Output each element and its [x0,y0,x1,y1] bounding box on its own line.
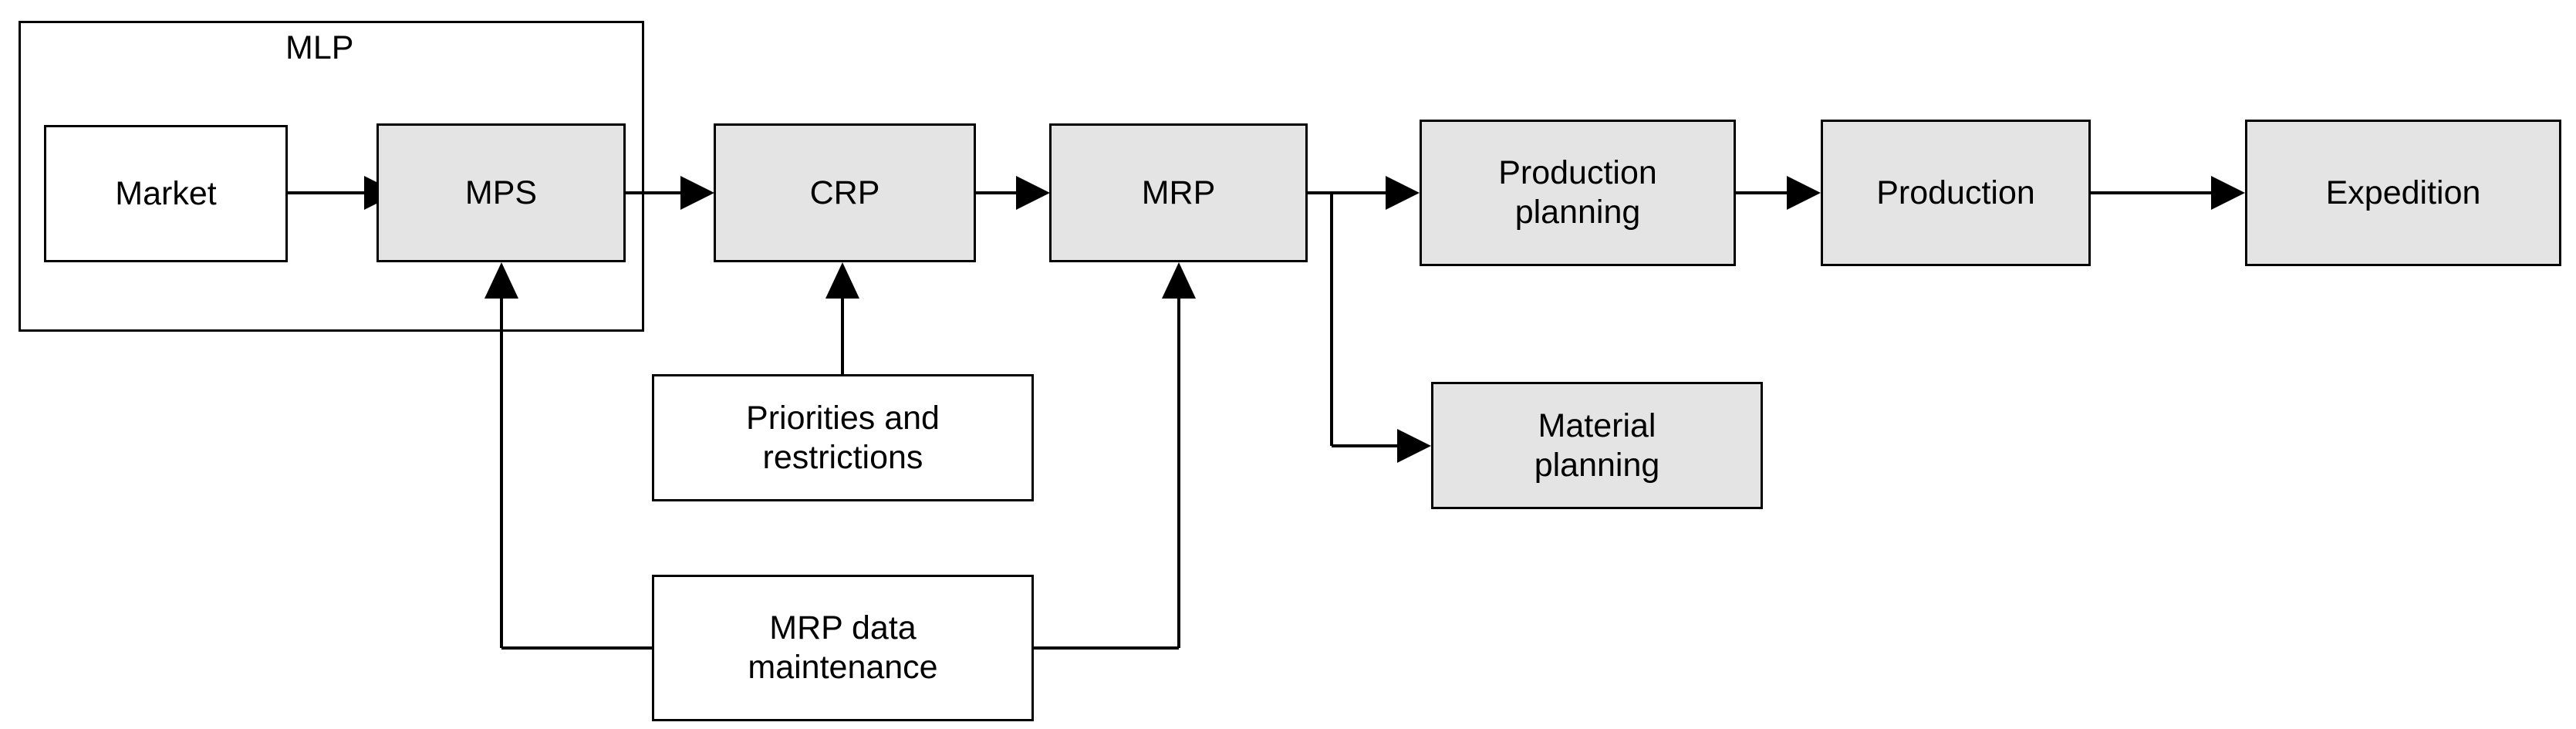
edge-mps-to-crp [626,176,714,210]
edge-mrp-to-material-planning [1330,193,1431,463]
node-production[interactable]: Production [1821,120,2091,266]
edge-mrp-to-production-planning [1308,176,1420,210]
edge-production-planning-to-production [1736,176,1821,210]
node-mrp[interactable]: MRP [1049,123,1308,262]
node-material-planning[interactable]: Material planning [1431,382,1763,509]
node-label-mps: MPS [464,174,538,211]
node-mrp-data-maintenance[interactable]: MRP data maintenance [652,575,1034,721]
group-title-mlp: MLP [285,29,354,66]
edge-mrp-data-to-mrp [1034,262,1196,650]
node-crp[interactable]: CRP [714,123,976,262]
edge-production-to-expedition [2091,176,2245,210]
node-label-priorities-and-restrictions: Priorities and restrictions [746,399,940,476]
node-label-crp: CRP [809,174,880,211]
node-priorities-and-restrictions[interactable]: Priorities and restrictions [652,374,1034,501]
node-label-expedition: Expedition [2325,174,2481,211]
node-label-mrp: MRP [1141,174,1216,211]
edge-priorities-to-crp [825,262,859,374]
node-label-mrp-data-maintenance: MRP data maintenance [748,609,938,686]
node-label-material-planning: Material planning [1534,407,1660,484]
node-mps[interactable]: MPS [376,123,626,262]
edge-crp-to-mrp [976,176,1050,210]
node-label-production: Production [1876,174,2035,211]
node-label-market: Market [115,174,217,212]
node-market[interactable]: Market [44,125,288,262]
group-box-mlp [19,21,644,332]
node-label-production-planning: Production planning [1498,154,1657,231]
node-expedition[interactable]: Expedition [2245,120,2561,266]
node-production-planning[interactable]: Production planning [1420,120,1736,266]
edge-mrp-data-to-mps [484,262,652,650]
